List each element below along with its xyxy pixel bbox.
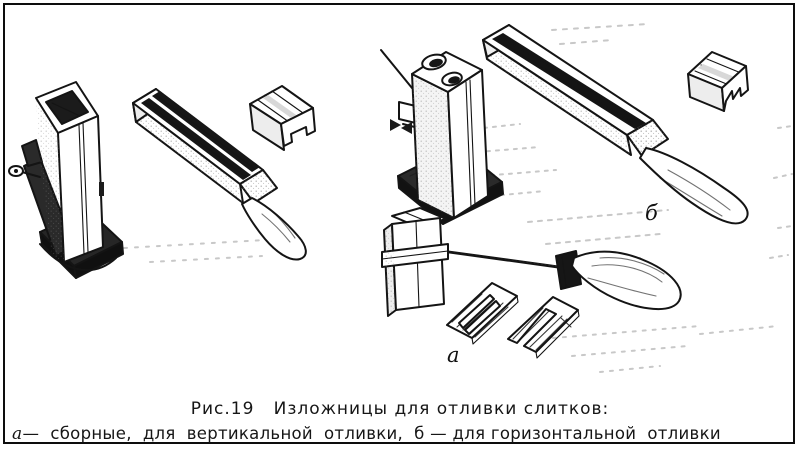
- figure-label-b: б: [645, 201, 658, 225]
- figure-label-a: а: [447, 343, 460, 367]
- caption-label-a: а: [12, 424, 23, 444]
- horizontal-mold-left: [132, 88, 307, 261]
- ingot-sample-right: [687, 51, 749, 112]
- ingot-sample-left: [249, 85, 316, 151]
- figure-border: [3, 3, 795, 444]
- u-shaped-plates: [446, 282, 580, 359]
- caption-title: Рис.19 Изложницы для отливки слитков:: [190, 399, 610, 419]
- caption-detail: а— сборные, для вертикальной отливки, б …: [12, 424, 788, 444]
- horizontal-mold-right: [482, 24, 749, 225]
- vertical-mold-stand-center: [380, 49, 504, 225]
- assembled-mold-with-handle: [381, 207, 682, 317]
- caption-detail-text: — сборные, для вертикальной отливки, б —…: [22, 424, 721, 443]
- vertical-mold-clamp-stand: [8, 81, 124, 279]
